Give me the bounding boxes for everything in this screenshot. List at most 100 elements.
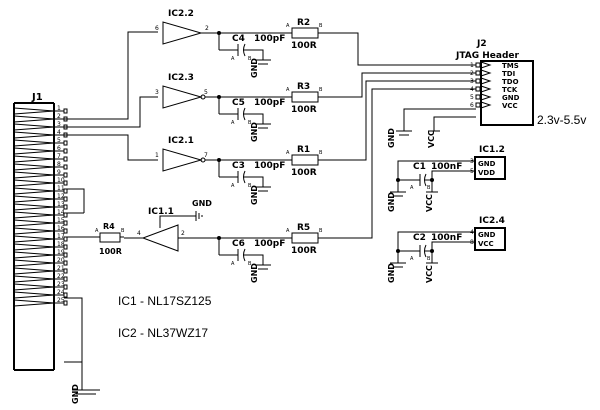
jtag-pin-signal: TDI [502, 70, 515, 78]
series-cap-ref: C4 [232, 34, 245, 44]
series-resistor-pin-b: B [319, 23, 323, 29]
j1-pin-wedge [13, 107, 55, 115]
series-cap-pin-a: A [231, 56, 235, 62]
j1-pin-wedge [13, 179, 55, 187]
series-resistor-pin-a: A [286, 150, 290, 156]
series-resistor-body [291, 91, 319, 103]
j1-pin-number: 11 [57, 185, 65, 192]
series-cap-value: 100pF [254, 161, 285, 171]
j1-pin-terminal [63, 300, 68, 306]
power-block-label-bottom: VDD [478, 169, 495, 177]
jtag-pin-signal: TDO [502, 78, 519, 86]
j1-pin-wedge [13, 283, 55, 291]
j1-pin-terminal [63, 284, 68, 290]
j1-pin-number: 13 [57, 201, 65, 208]
decoupling-cap-ref: C2 [413, 233, 426, 243]
jtag-pin-number: 3 [470, 78, 474, 85]
j1-pin-wedge [13, 131, 55, 139]
buffer-ic2-1-in-pin: 1 [155, 152, 159, 159]
series-cap-gnd-label: GND [250, 263, 259, 283]
j1-pin-terminal [63, 268, 68, 274]
buffer-ic1-1-triangle [141, 224, 179, 252]
resistor-r4-value: 100R [99, 247, 122, 256]
power-block-ref: IC1.2 [479, 145, 505, 155]
decoupling-cap-pin-a: A [410, 256, 414, 262]
decoupling-gnd-label: GND [387, 263, 396, 283]
series-cap-pin-b: B [248, 183, 252, 189]
decoupling-vcc-label: VCC [425, 194, 434, 212]
buffer-ic1-1-out-pin: 4 [137, 230, 141, 237]
series-cap-value: 100pF [254, 34, 285, 44]
j1-pin-wedge [13, 123, 55, 131]
j1-pin-number: 18 [57, 241, 65, 248]
series-cap-pin-a: A [231, 183, 235, 189]
j1-pin-number: 21 [57, 265, 65, 272]
series-resistor-value: 100R [291, 168, 317, 178]
j1-pin-number: 5 [57, 137, 61, 144]
buffer-ic2-3-label: IC2.3 [168, 73, 194, 83]
jtag-pin-number: 6 [470, 102, 474, 109]
buffer-ic2-2: IC2.2 6 2 [155, 9, 292, 45]
j1-pin-wedge [13, 251, 55, 259]
j1-pin-wedge [13, 195, 55, 203]
power-block-label-bottom: VCC [478, 240, 494, 248]
j1-pin-number: 20 [57, 257, 65, 264]
jtag-pin-terminal [475, 102, 481, 108]
decoupling-cap-pin-b: B [427, 256, 431, 262]
jtag-voltage: 2.3v-5.5v [537, 113, 586, 127]
series-resistor-ref: R3 [297, 82, 310, 92]
decoupling-vcc-label: VCC [425, 265, 434, 283]
jtag-pin-wedge [480, 85, 492, 93]
jtag-pin-terminal [475, 94, 481, 100]
decoupling-vcc-wire [431, 241, 474, 263]
j1-pin-wedge [13, 235, 55, 243]
power-block-body [474, 227, 506, 251]
j1-pin-terminal [63, 244, 68, 250]
j1-pin-wedge [13, 259, 55, 267]
j1-pin-number: 22 [57, 273, 65, 280]
series-cap-lead-b [244, 49, 264, 60]
series-to-jtag-wire [318, 32, 476, 66]
note-ic2: IC2 - NL37WZ17 [118, 326, 208, 340]
series-cap-pin-a: A [231, 261, 235, 267]
series-cap-junction [217, 95, 221, 99]
series-cap-value: 100pF [254, 98, 285, 108]
decoupling-cap-value: 100nF [431, 162, 462, 172]
j1-pin-terminal [63, 180, 68, 186]
jtag-pin-terminal [475, 78, 481, 84]
j1-pin-wedge [13, 163, 55, 171]
jtag-pin-signal: TMS [502, 62, 519, 70]
j1-pin-terminal [63, 276, 68, 282]
jtag-pin-wedge [480, 77, 492, 85]
series-cap-junction [217, 31, 221, 35]
series-cap-plate-b [243, 170, 246, 184]
j1-pin-wedge [13, 211, 55, 219]
resistor-r4: R4 100R A B [95, 222, 125, 256]
buffer-ic2-3-out-pin: 5 [204, 89, 208, 96]
resistor-r4-body [99, 232, 121, 243]
jtag-pin-signal: GND [502, 94, 520, 102]
series-resistor-body [291, 27, 319, 39]
series-cap-gnd-label: GND [250, 185, 259, 205]
decoupling-junction-gnd [396, 249, 400, 253]
j1-pin-number: 12 [57, 193, 65, 200]
jtag-pin-signal: VCC [502, 102, 518, 110]
j1-pin-wedge [13, 227, 55, 235]
series-resistor-ref: R5 [297, 223, 310, 233]
jtag-pin-wedge [480, 101, 492, 109]
j1-pin-terminal [63, 172, 68, 178]
j1-pin-number: 23 [57, 281, 65, 288]
series-cap-ref: C3 [232, 161, 245, 171]
buffer-ic2-2-out-pin: 2 [205, 25, 209, 32]
series-cap-ref: C6 [232, 239, 245, 249]
decoupling-cap-value: 100nF [431, 233, 462, 243]
jtag-pin-number: 4 [470, 86, 474, 93]
decoupling-cap-plate-b [424, 173, 427, 187]
series-resistor-ref: R1 [297, 145, 310, 155]
j1-pin-number: 14 [57, 209, 65, 216]
j1-pin-wedge [13, 219, 55, 227]
decoupling-cap-pin-a: A [410, 185, 414, 191]
power-block-body [474, 156, 506, 180]
wire-jtag-gnd [403, 108, 476, 131]
